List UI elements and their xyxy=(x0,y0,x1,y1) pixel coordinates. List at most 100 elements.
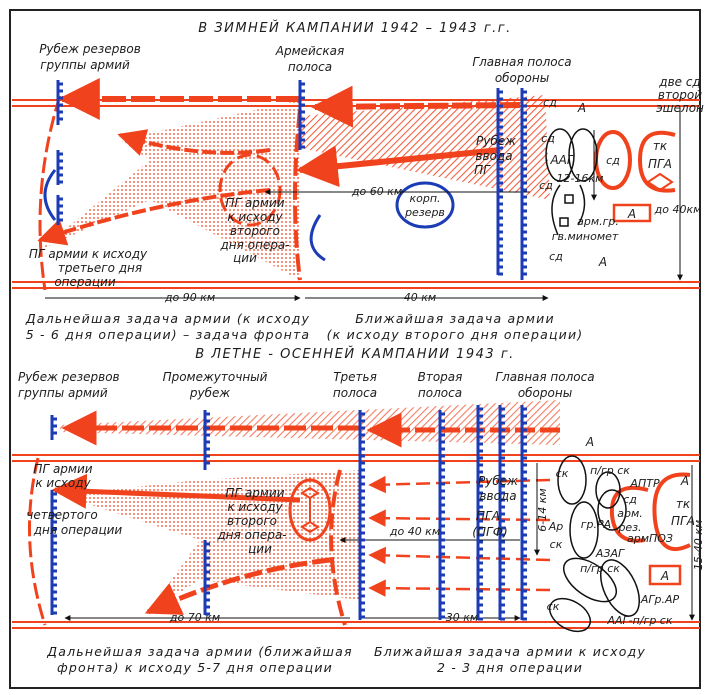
top-nearest-task: Ближайшая задача армии xyxy=(355,311,555,326)
army-reserve-label-1: сд xyxy=(623,493,637,506)
top-pg-day2-label-1: ПГ армии xyxy=(225,196,284,210)
bottom-pg-day2-label-5: ции xyxy=(248,542,272,556)
second-defense-line xyxy=(438,410,445,620)
bottom-boundary-upper xyxy=(12,454,700,462)
top-arrow-army xyxy=(310,85,521,128)
top-boundaries xyxy=(12,99,700,289)
unit-oval xyxy=(597,489,627,531)
top-entry-line-label-2: ввода xyxy=(475,149,512,163)
army-line-label: Армейская xyxy=(275,44,344,58)
top-left-corps-arc xyxy=(43,169,57,221)
top-entry-line-label: Рубеж xyxy=(476,134,516,148)
top-fan-hatched xyxy=(300,95,550,200)
top-army-flag xyxy=(612,203,652,223)
bottom-boundaries xyxy=(12,454,700,629)
unit-oval xyxy=(599,559,641,617)
top-dist-60: до 60 км xyxy=(351,185,402,198)
bottom-pg-day2-ellipse xyxy=(288,478,332,542)
third-line-label-2: полоса xyxy=(333,386,377,400)
top-fan-dotted xyxy=(40,100,300,280)
top-dist-40: 40 км xyxy=(404,291,436,304)
pg-day3-label-3: операции xyxy=(54,275,116,289)
bottom-fan-top xyxy=(60,400,560,445)
pgr-sk-label-2: п/гр ск xyxy=(580,562,620,575)
top-arrow-day3-b xyxy=(37,188,271,246)
unit-oval xyxy=(563,557,617,603)
top-sd-label-3: сд xyxy=(606,154,620,167)
pg-day4-label-4: дня операции xyxy=(33,523,123,537)
top-arrow-day3-a xyxy=(117,129,271,156)
intermediate-defense-line xyxy=(203,540,210,616)
top-dist-40-width: до 40км xyxy=(654,203,702,216)
top-panel: В ЗИМНЕЙ КАМПАНИИ 1942 – 1943 г.г. xyxy=(12,20,704,342)
ar-label: Ар xyxy=(548,520,564,533)
bottom-pga-shape xyxy=(652,472,691,552)
top-a-label-1: А xyxy=(577,101,586,115)
second-echelon-label: две сд xyxy=(658,75,700,89)
pg-day4-label-2: к исходу xyxy=(35,476,91,490)
top-sd-ellipse xyxy=(594,130,632,190)
bottom-pg-day2-label-3: второго xyxy=(227,514,277,528)
top-left-blue-arc xyxy=(309,214,326,262)
pg-day3-label-1: ПГ армии к исходу xyxy=(29,247,148,261)
frame xyxy=(9,9,701,689)
top-main-line-label-2: обороны xyxy=(495,71,549,85)
bottom-further-task: Дальнейшая задача армии (ближайшая xyxy=(46,644,352,659)
unit-oval xyxy=(557,455,587,505)
top-dist-90: до 90 км xyxy=(164,291,215,304)
army-reserve-label-3: рез. xyxy=(617,521,641,534)
bottom-entry-line-label-2: ввода xyxy=(479,489,516,503)
pg-day4-label-1: ПГ армии xyxy=(33,462,92,476)
top-dist-12-16: 12-16км xyxy=(557,172,604,185)
third-defense-line xyxy=(358,410,365,620)
bottom-dist-40: до 40 км xyxy=(389,525,440,538)
second-echelon-label-3: эшелон xyxy=(656,101,704,115)
bottom-reserve-line-label-2: группы армий xyxy=(18,386,108,400)
bottom-a-label-1: А xyxy=(585,435,594,449)
bottom-defense-lines xyxy=(50,405,527,621)
main-defense-line-2 xyxy=(498,405,505,621)
bottom-tk-label: тк xyxy=(676,497,691,511)
bottom-pg-day2-arc xyxy=(329,469,347,626)
top-further-task-2: 5 - 6 дня операции) – задача фронта xyxy=(26,327,311,342)
bottom-breakthrough-arrows xyxy=(368,475,551,597)
bottom-dist-70: до 70 км xyxy=(169,611,220,624)
breakthrough-arrow xyxy=(368,546,551,565)
bottom-unit-ovals xyxy=(548,455,641,633)
pg-day4-label-3: четвертого xyxy=(26,508,98,522)
gr-ra-label: гр.РА xyxy=(581,518,611,531)
top-pga-label: ПГА xyxy=(648,157,672,171)
bottom-reserve-arc xyxy=(27,457,47,626)
agr-ar-label: АГр.АР xyxy=(640,593,680,606)
reserve-defense-line xyxy=(56,80,63,125)
bottom-army-flag xyxy=(648,564,682,586)
sk-label-3: ск xyxy=(547,600,560,613)
top-reserve-arc xyxy=(38,95,62,291)
bottom-pg-day2-label-4: дня опера- xyxy=(216,528,286,542)
reserve-defense-line xyxy=(56,150,63,185)
bottom-arrow-day5 xyxy=(144,557,331,615)
intermediate-line-label-2: рубеж xyxy=(189,386,231,400)
arm-group-label: арм.гр. xyxy=(577,215,619,228)
main-defense-line-1 xyxy=(496,88,503,276)
intermediate-line-label: Промежуточный xyxy=(163,370,268,384)
army-reserve-shape xyxy=(609,485,649,543)
army-reserve-label-2: арм. xyxy=(617,507,643,520)
top-pg-day2-label-4: дня опера- xyxy=(219,238,289,252)
top-sd-label-1: сд xyxy=(543,96,557,109)
top-title: В ЗИМНЕЙ КАМПАНИИ 1942 – 1943 г.г. xyxy=(198,20,512,36)
top-nearest-task-2: (к исходу второго дня операции) xyxy=(327,327,584,342)
main-defense-line-2 xyxy=(520,88,527,280)
breakthrough-arrow xyxy=(368,579,551,597)
pgr-sk-label-1: п/гр ск xyxy=(590,464,630,477)
bottom-pg-diamonds xyxy=(300,486,320,534)
reserve-defense-line xyxy=(50,415,57,440)
top-boundary-upper xyxy=(12,99,700,107)
azag-label: АЗАГ xyxy=(595,547,625,560)
bottom-reserve-line-label: Рубеж резервов xyxy=(18,370,120,384)
bottom-further-task-2: фронта) к исходу 5-7 дня операции xyxy=(57,660,333,675)
bottom-a-label-3: А xyxy=(660,569,669,583)
top-main-line-label: Главная полоса xyxy=(472,55,571,69)
bottom-panel: В ЛЕТНЕ - ОСЕННЕЙ КАМПАНИИ 1943 г. xyxy=(12,346,705,675)
top-aag-label: ААГ xyxy=(549,153,574,167)
